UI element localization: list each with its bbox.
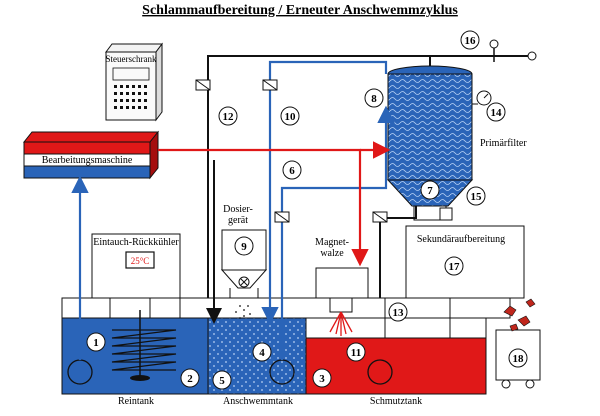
immersion-cooler-label: Eintauch-Rückkühler [93, 237, 179, 248]
secondary-processing-label: Sekundäraufbereitung [417, 234, 505, 245]
dosing-label-1: Dosier- [223, 204, 253, 215]
control-buttons [114, 85, 147, 109]
pump-dirty [367, 359, 393, 385]
precoat-supply-pipe [280, 105, 395, 360]
diagram-title: Schlammaufbereitung / Erneuter Anschwemm… [142, 3, 458, 18]
svg-text:11: 11 [351, 347, 361, 359]
air-pipe [429, 55, 530, 66]
svg-text:1: 1 [93, 337, 99, 349]
badge-1: 1 [86, 332, 106, 352]
dirty-tank-label: Schmutztank [370, 396, 422, 407]
precoat-return-pipe [207, 55, 430, 298]
svg-text:17: 17 [449, 261, 461, 273]
badge-13: 13 [388, 302, 408, 322]
badge-6: 6 [282, 160, 302, 180]
magnet-roll-label-1: Magnet- [315, 237, 349, 248]
badge-12: 12 [218, 106, 238, 126]
badge-14: 14 [486, 102, 506, 122]
svg-text:14: 14 [491, 107, 503, 119]
svg-text:9: 9 [241, 241, 247, 253]
svg-text:10: 10 [285, 111, 297, 123]
precoat-tank-label: Anschwemmtank [223, 396, 293, 407]
badge-5: 5 [212, 370, 232, 390]
badge-2: 2 [180, 368, 200, 388]
svg-text:7: 7 [427, 185, 433, 197]
badge-9: 9 [234, 236, 254, 256]
svg-text:8: 8 [371, 93, 377, 105]
dosing-powder [235, 305, 251, 319]
magnet-roll-label-2: walze [320, 248, 344, 259]
badge-10: 10 [280, 106, 300, 126]
svg-text:13: 13 [393, 307, 405, 319]
filtrate-return-pipe [261, 60, 350, 325]
clean-tank-label: Reintank [118, 396, 154, 407]
machining-machine: Bearbeitungsmaschine [22, 130, 160, 180]
cooling-coil [111, 329, 177, 371]
svg-text:3: 3 [319, 373, 325, 385]
svg-text:16: 16 [465, 35, 477, 47]
tank-housing-top [61, 297, 511, 319]
svg-text:6: 6 [289, 165, 295, 177]
temperature-value: 25°C [131, 256, 150, 266]
magnet-spray [329, 311, 353, 336]
primary-filter-label: Primärfilter [480, 138, 527, 149]
badge-4: 4 [252, 342, 272, 362]
dirty-tank [305, 337, 487, 395]
outlet-valve [439, 207, 453, 221]
magnet-roll [315, 267, 369, 299]
svg-text:15: 15 [471, 191, 483, 203]
badge-18: 18 [508, 348, 528, 368]
secondary-processing [405, 225, 525, 299]
valve-dirty [372, 211, 388, 223]
badge-7: 7 [420, 180, 440, 200]
badge-8: 8 [364, 88, 384, 108]
badge-16: 16 [460, 30, 480, 50]
badge-3: 3 [312, 368, 332, 388]
valve-6 [274, 211, 290, 223]
dosing-label-2: gerät [228, 215, 248, 226]
badge-15: 15 [466, 186, 486, 206]
svg-text:18: 18 [513, 353, 525, 365]
air-valve [489, 39, 499, 49]
badge-17: 17 [444, 256, 464, 276]
agitator [130, 375, 150, 381]
control-cabinet-label: Steuerschrank [106, 54, 157, 64]
svg-text:5: 5 [219, 375, 225, 387]
badge-11: 11 [346, 342, 366, 362]
svg-text:4: 4 [259, 347, 265, 359]
machining-machine-label: Bearbeitungsmaschine [42, 155, 133, 166]
air-filter [527, 51, 537, 61]
drain-pipe [379, 206, 417, 298]
valve-12 [195, 79, 211, 91]
svg-text:12: 12 [223, 111, 235, 123]
valve-10 [262, 79, 278, 91]
svg-text:2: 2 [187, 373, 193, 385]
temperature-display [125, 251, 155, 269]
control-cabinet: Steuerschrank [105, 42, 163, 122]
